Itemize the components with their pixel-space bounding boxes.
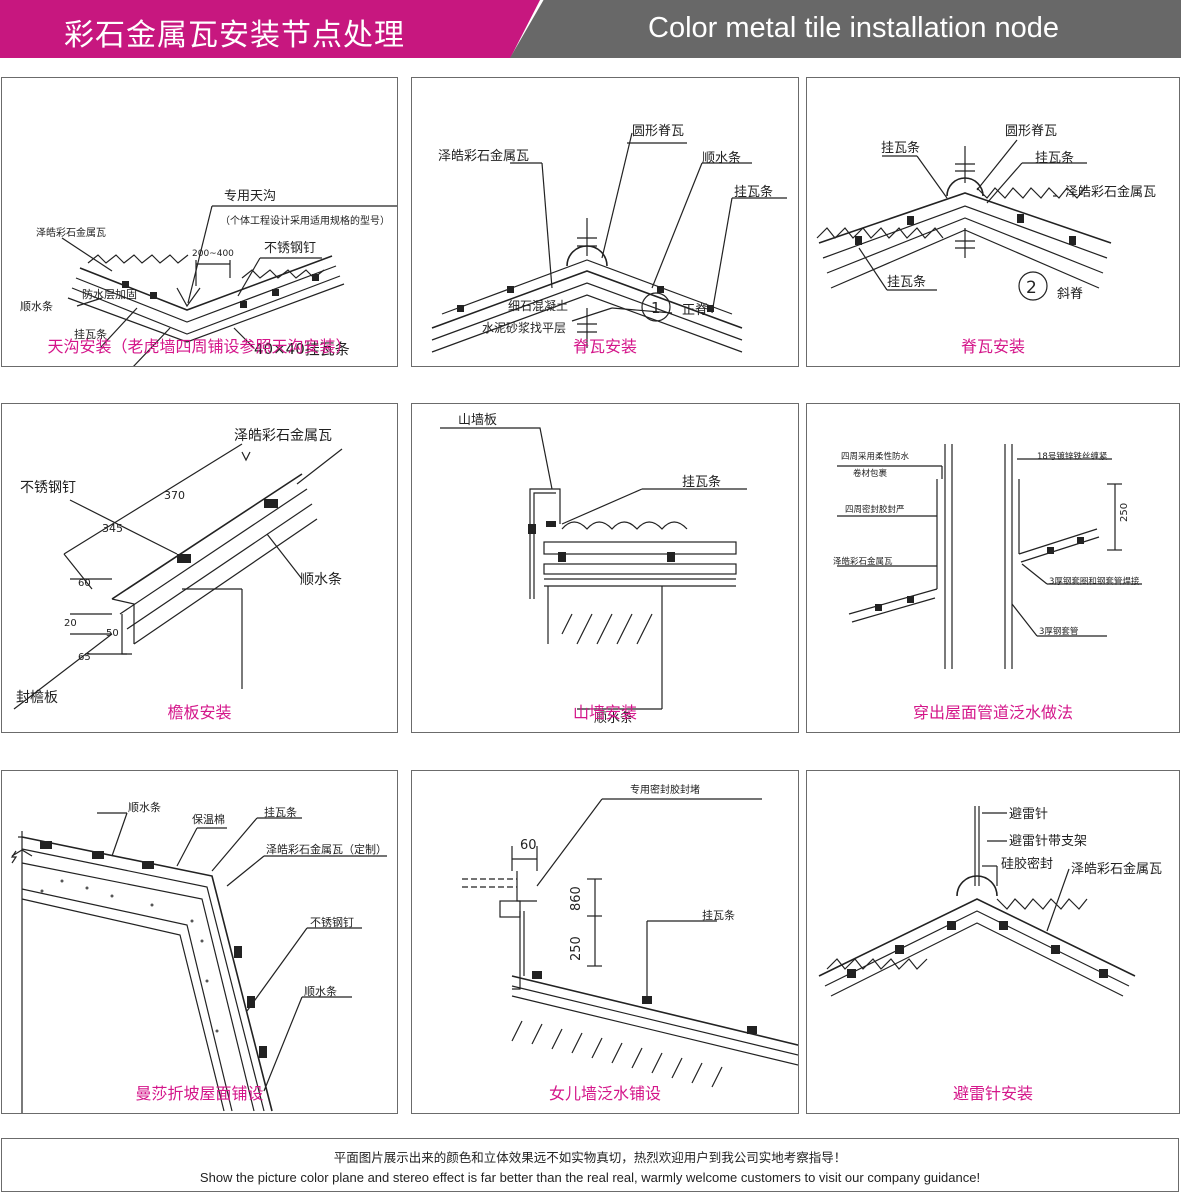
label-d250: 250 <box>1119 503 1130 522</box>
label-round-ridge: 圆形脊瓦 <box>632 124 684 139</box>
label-batten: 挂瓦条 <box>74 327 107 341</box>
label-counter-batten: 顺水条 <box>702 150 741 166</box>
footer-line-cn: 平面图片展示出来的颜色和立体效果远不如实物真切，热烈欢迎用户到我公司实地考察指导… <box>333 1150 847 1165</box>
panel-pipe-flashing: 四周采用柔性防水 卷材包裹 18号镀锌铁丝缠紧 四周密封胶封严 泽皓彩石金属瓦 … <box>806 403 1180 733</box>
caption-mansard-roof: 曼莎折坡屋面铺设 <box>135 1084 264 1103</box>
label-d860: 860 <box>569 886 584 911</box>
ridge-main-diagram: 圆形脊瓦 泽皓彩石金属瓦 顺水条 挂瓦条 细石混凝土 水泥砂浆找平层 1 正脊 <box>431 124 787 353</box>
label-rod: 避雷针 <box>1009 807 1048 822</box>
caption-parapet-flashing: 女儿墙泛水铺设 <box>548 1084 661 1103</box>
label-tile: 泽皓彩石金属瓦 <box>1071 861 1162 877</box>
caption-ridge-hip: 脊瓦安装 <box>960 337 1025 356</box>
panel-gable-install: 山墙板 挂瓦条 顺水条 山墙安装 <box>411 403 799 733</box>
label-sealant: 四周密封胶封严 <box>845 504 905 515</box>
header-banner: 彩石金属瓦安装节点处理 Color metal tile installatio… <box>0 0 1181 58</box>
label-batten-size: 40×40挂瓦条 <box>254 340 350 358</box>
label-counter-batten: 顺水条 <box>594 710 633 726</box>
label-type: 斜脊 <box>1057 287 1083 302</box>
label-d65: 65 <box>78 652 91 663</box>
mansard-diagram: 顺水条 保温棉 挂瓦条 泽皓彩石金属瓦（定制） 不锈钢钉 顺水条 <box>10 800 387 1113</box>
parapet-diagram: 专用密封胶封堵 60 860 250 挂瓦条 <box>462 783 798 1088</box>
header-left-band <box>0 0 540 58</box>
label-tile: 泽皓彩石金属瓦 <box>234 428 332 444</box>
label-wire: 18号镀锌铁丝缠紧 <box>1037 451 1107 462</box>
panel-ridge-hip: 挂瓦条 圆形脊瓦 挂瓦条 泽皓彩石金属瓦 挂瓦条 2 斜脊 脊瓦安装 <box>806 77 1180 367</box>
header-right-band <box>510 0 1181 58</box>
label-counter-batten-side: 顺水条 <box>304 984 337 998</box>
panel-ridge-main: 圆形脊瓦 泽皓彩石金属瓦 顺水条 挂瓦条 细石混凝土 水泥砂浆找平层 1 正脊 … <box>411 77 799 367</box>
label-tile: 泽皓彩石金属瓦 <box>833 556 893 567</box>
label-silicone: 硅胶密封 <box>1001 856 1053 872</box>
label-counter-batten-top: 顺水条 <box>128 800 161 814</box>
label-wrap-1: 四周采用柔性防水 <box>841 451 910 462</box>
label-d250: 250 <box>569 936 584 961</box>
header-title-cn: 彩石金属瓦安装节点处理 <box>64 18 405 53</box>
caption-pipe-flashing: 穿出屋面管道泛水做法 <box>912 703 1073 722</box>
label-concrete: 细石混凝土 <box>508 298 568 313</box>
label-sealant: 专用密封胶封堵 <box>630 783 700 796</box>
ridge-hip-diagram: 挂瓦条 圆形脊瓦 挂瓦条 泽皓彩石金属瓦 挂瓦条 2 斜脊 <box>816 124 1156 302</box>
label-wrap-2: 卷材包裹 <box>853 468 888 479</box>
panel-mansard-roof: 顺水条 保温棉 挂瓦条 泽皓彩石金属瓦（定制） 不锈钢钉 顺水条 曼莎折坡屋面铺… <box>1 770 398 1114</box>
caption-lightning-rod: 避雷针安装 <box>952 1084 1033 1103</box>
header-title-en: Color metal tile installation node <box>648 12 1060 44</box>
label-counter-batten: 顺水条 <box>300 571 342 588</box>
label-round-ridge: 圆形脊瓦 <box>1005 124 1057 139</box>
label-tile: 泽皓彩石金属瓦 <box>1065 184 1156 200</box>
label-gable-board: 山墙板 <box>458 413 497 428</box>
eave-diagram: 泽皓彩石金属瓦 不锈钢钉 370 345 60 20 50 65 顺水条 封檐板 <box>13 428 343 710</box>
panel-eave-install: 泽皓彩石金属瓦 不锈钢钉 370 345 60 20 50 65 顺水条 封檐板… <box>1 403 398 733</box>
caption-gutter-install: 天沟安装（老虎墙四周铺设参照天沟安装） <box>47 337 352 356</box>
label-d20: 20 <box>64 618 77 629</box>
label-waterproof: 防水层加固 <box>82 287 137 301</box>
label-type: 正脊 <box>682 303 708 318</box>
gable-diagram: 山墙板 挂瓦条 顺水条 <box>440 413 747 726</box>
label-insulation: 保温棉 <box>192 812 225 826</box>
label-batten-right: 挂瓦条 <box>1035 150 1074 166</box>
label-d50: 50 <box>106 628 119 639</box>
label-welded: 3厚钢套圈和钢套管焊接 <box>1049 576 1140 587</box>
label-batten: 挂瓦条 <box>264 805 297 819</box>
label-batten: 挂瓦条 <box>682 474 721 490</box>
panel-parapet-flashing: 专用密封胶封堵 60 860 250 挂瓦条 女儿墙泛水铺设 <box>411 770 799 1114</box>
label-d60: 60 <box>78 578 91 589</box>
label-d370: 370 <box>164 489 185 502</box>
label-tile: 泽皓彩石金属瓦 <box>438 148 529 164</box>
caption-gable-install: 山墙安装 <box>572 703 637 722</box>
panel-gutter-install: 专用天沟 （个体工程设计采用适用规格的型号） 泽皓彩石金属瓦 200~400 不… <box>1 77 398 367</box>
label-batten-bottom: 挂瓦条 <box>887 274 926 290</box>
label-dim: 200~400 <box>192 249 234 259</box>
label-num: 2 <box>1026 278 1037 298</box>
label-nail: 不锈钢钉 <box>20 480 76 496</box>
caption-eave-install: 檐板安装 <box>167 703 232 722</box>
label-counter-batten: 顺水条 <box>20 299 53 313</box>
panel-lightning-rod: 避雷针 避雷针带支架 硅胶密封 泽皓彩石金属瓦 避雷针安装 <box>806 770 1180 1114</box>
footer-line-en: Show the picture color plane and stereo … <box>199 1170 981 1185</box>
label-d60: 60 <box>520 838 537 853</box>
label-num: 1 <box>651 299 661 317</box>
label-batten: 挂瓦条 <box>702 908 735 922</box>
label-nail: 不锈钢钉 <box>310 916 354 929</box>
caption-ridge-main: 脊瓦安装 <box>572 337 637 356</box>
label-bracket: 避雷针带支架 <box>1009 834 1087 849</box>
label-gutter-note: （个体工程设计采用适用规格的型号） <box>220 214 390 227</box>
label-batten-left: 挂瓦条 <box>881 140 920 156</box>
label-d345: 345 <box>102 522 123 535</box>
label-special-gutter: 专用天沟 <box>224 189 276 204</box>
pipe-flashing-diagram: 四周采用柔性防水 卷材包裹 18号镀锌铁丝缠紧 四周密封胶封严 泽皓彩石金属瓦 … <box>833 444 1142 669</box>
footer-note: 平面图片展示出来的颜色和立体效果远不如实物真切，热烈欢迎用户到我公司实地考察指导… <box>1 1138 1179 1192</box>
label-nail: 不锈钢钉 <box>264 241 316 256</box>
label-mortar: 水泥砂浆找平层 <box>482 320 566 335</box>
label-eave-board: 封檐板 <box>16 690 58 706</box>
gutter-diagram: 专用天沟 （个体工程设计采用适用规格的型号） 泽皓彩石金属瓦 200~400 不… <box>20 189 397 366</box>
label-sleeve: 3厚钢套管 <box>1039 626 1078 637</box>
lightning-rod-diagram: 避雷针 避雷针带支架 硅胶密封 泽皓彩石金属瓦 <box>818 806 1162 997</box>
label-batten: 挂瓦条 <box>734 184 773 200</box>
label-tile: 泽皓彩石金属瓦 <box>36 226 106 239</box>
label-tile: 泽皓彩石金属瓦（定制） <box>266 842 387 856</box>
